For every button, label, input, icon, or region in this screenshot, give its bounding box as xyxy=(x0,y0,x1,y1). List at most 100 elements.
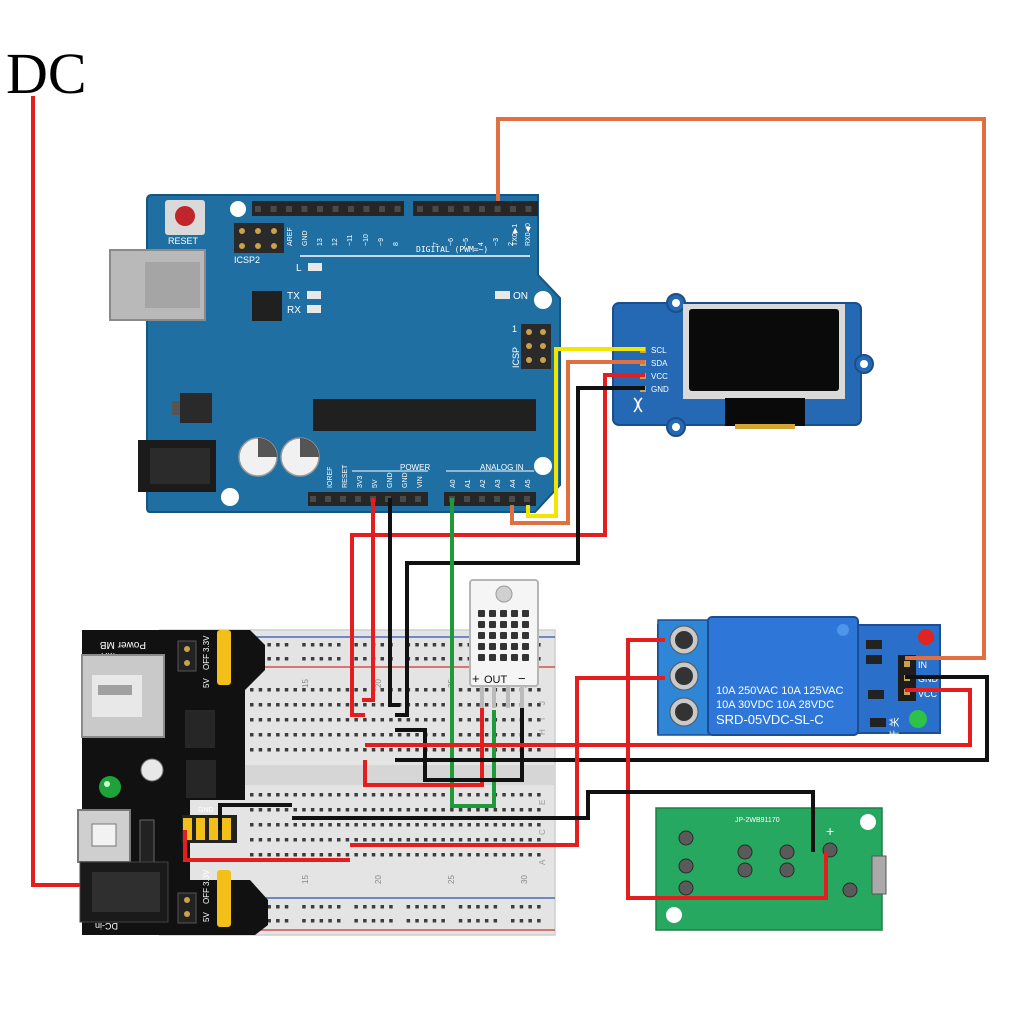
sensor-pin-minus: − xyxy=(518,671,526,686)
relay-rating-1: 10A 250VAC 10A 125VAC xyxy=(716,685,843,697)
bb-row-letter: E xyxy=(538,800,547,805)
wire-board-gnd xyxy=(292,790,815,852)
oled-screen xyxy=(689,309,839,391)
wire-relay-gnd xyxy=(395,675,989,762)
led-tx-label: TX xyxy=(287,291,300,302)
wire-pm-gnd xyxy=(218,803,292,830)
jumper-top-off: OFF xyxy=(202,654,211,670)
relay-led-green xyxy=(909,710,927,728)
analog-pin-label: A1 xyxy=(465,479,472,488)
reset-label: RESET xyxy=(168,236,199,246)
power-label: POWER xyxy=(400,463,430,472)
bb-col-number: 25 xyxy=(447,875,456,884)
power-module-name: Power MB xyxy=(100,639,146,650)
analog-pin-label: A5 xyxy=(525,479,532,488)
relay-rating-2: 10A 30VDC 10A 28VDC xyxy=(716,699,834,711)
digital-header-left xyxy=(252,201,404,216)
top-pin-label: 13 xyxy=(317,238,324,246)
top-pin-label: GND xyxy=(302,230,309,246)
sensor-pin-plus: + xyxy=(472,671,480,686)
oled-logo-icon xyxy=(633,397,643,413)
analog-pin-label: A4 xyxy=(510,479,517,488)
top-pin-label: ~6 xyxy=(448,238,455,246)
relay-model: SRD-05VDC-SL-C xyxy=(716,712,824,727)
top-pin-label: ~5 xyxy=(463,238,470,246)
green-board-plus: + xyxy=(826,823,834,839)
jumper-bottom-5v: 5V xyxy=(202,912,211,922)
digital-header-right xyxy=(413,201,538,216)
wire-relay-vcc xyxy=(365,688,972,747)
oled-ribbon xyxy=(725,398,805,426)
power-pin-label: 5V xyxy=(372,479,379,488)
bb-row-letter: C xyxy=(538,829,547,835)
regulator-1 xyxy=(185,710,215,748)
diagram-title: DC xyxy=(6,41,87,106)
wire-arduino-gnd xyxy=(388,498,400,707)
led-rx-label: RX xyxy=(287,305,301,316)
led-tx xyxy=(307,291,321,299)
analog-in-label: ANALOG IN xyxy=(480,463,524,472)
top-pin-label: 8 xyxy=(393,242,400,246)
relay-led-red xyxy=(918,629,934,645)
top-pin-label: RX0◀0 xyxy=(525,223,532,246)
relay-body xyxy=(707,616,859,736)
jumper-top-5v: 5V xyxy=(202,678,211,688)
oled-pin-label: SCL xyxy=(651,346,667,355)
power-module: Power MB MH 3.3V OFF 5V GND DC-in 3.3V O… xyxy=(77,630,268,935)
led-on xyxy=(495,291,510,299)
wire-relay-com xyxy=(350,676,665,847)
bb-row-letter: I xyxy=(538,718,547,720)
jumper-bottom[interactable] xyxy=(217,870,231,927)
jumper-bottom-off: OFF xyxy=(202,888,211,904)
bb-row-letter: J xyxy=(538,701,547,705)
atmega-chip xyxy=(313,399,536,431)
power-header xyxy=(308,492,428,506)
bb-col-number: 15 xyxy=(301,875,310,884)
jumper-top-3v3: 3.3V xyxy=(202,635,211,652)
power-led xyxy=(99,776,121,798)
sensor-pin-out: OUT xyxy=(484,674,508,686)
green-board-label: JP-2WB91170 xyxy=(735,817,780,824)
gnd-label: GND xyxy=(198,807,214,814)
wire-scl xyxy=(526,347,645,518)
bb-col-number: 20 xyxy=(374,679,383,688)
green-board-connector xyxy=(871,855,887,895)
dht-sensor: + OUT − xyxy=(469,579,539,708)
digital-label: DIGITAL (PWM=~) xyxy=(416,245,488,254)
power-pin-label: 3V3 xyxy=(357,475,364,488)
power-pin-label: GND xyxy=(402,472,409,488)
wire-oled-vcc xyxy=(350,373,645,717)
wire-pm-5v xyxy=(183,830,350,862)
top-pin-label: TX0▶1 xyxy=(512,224,519,246)
wire-oled-gnd xyxy=(395,386,645,717)
bb-row-letter: H xyxy=(538,729,547,735)
oled-pin-label: SDA xyxy=(651,359,668,368)
power-pin-label: RESET xyxy=(342,464,349,488)
wire-sda xyxy=(510,360,645,525)
usb-chip xyxy=(252,291,282,321)
top-pin-label: ~9 xyxy=(378,238,385,246)
top-pin-label: 4 xyxy=(478,242,485,246)
relay-module: 10A 250VAC 10A 125VAC 10A 30VDC 10A 28VD… xyxy=(657,616,941,740)
top-pin-label: AREF xyxy=(287,227,294,246)
wire-dc xyxy=(31,96,80,887)
voltage-regulator xyxy=(180,393,212,423)
led-l-label: L xyxy=(296,263,302,274)
relay-side-label: 开 关 xyxy=(888,717,901,740)
icsp-header xyxy=(521,324,551,369)
icsp-label: ICSP xyxy=(511,347,521,368)
bb-col-number: 15 xyxy=(301,679,310,688)
relay-pin-in: IN xyxy=(918,660,927,670)
jumper-top[interactable] xyxy=(217,630,231,685)
jumper-bottom-3v3: 3.3V xyxy=(202,869,211,886)
wire-arduino-5v xyxy=(362,498,375,702)
oled-pin-label: GND xyxy=(651,385,669,394)
wire-relay-no xyxy=(626,638,828,900)
wire-d2-relay-in xyxy=(496,117,986,660)
wires xyxy=(31,96,989,900)
module-capacitor xyxy=(140,758,164,782)
analog-pin-label: A3 xyxy=(495,479,502,488)
